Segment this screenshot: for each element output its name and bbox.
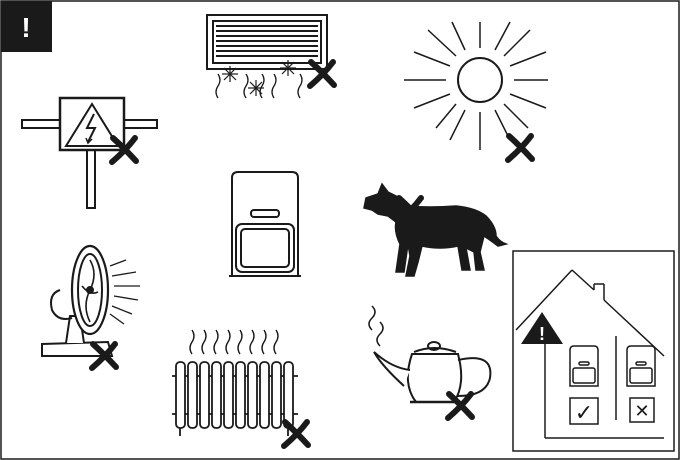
warning-badge: ! [1,1,52,52]
sensor-correct-placement [570,346,598,386]
house-placement-icon: ! ✓ ✕ [513,251,674,451]
sensor-incorrect-placement [627,346,655,386]
warning-badge-text: ! [21,12,30,43]
motion-sensor-icon [229,172,301,276]
cross-mark-icon: ✕ [634,401,649,421]
inset-warning-text: ! [539,324,545,344]
check-mark-icon: ✓ [575,400,593,425]
